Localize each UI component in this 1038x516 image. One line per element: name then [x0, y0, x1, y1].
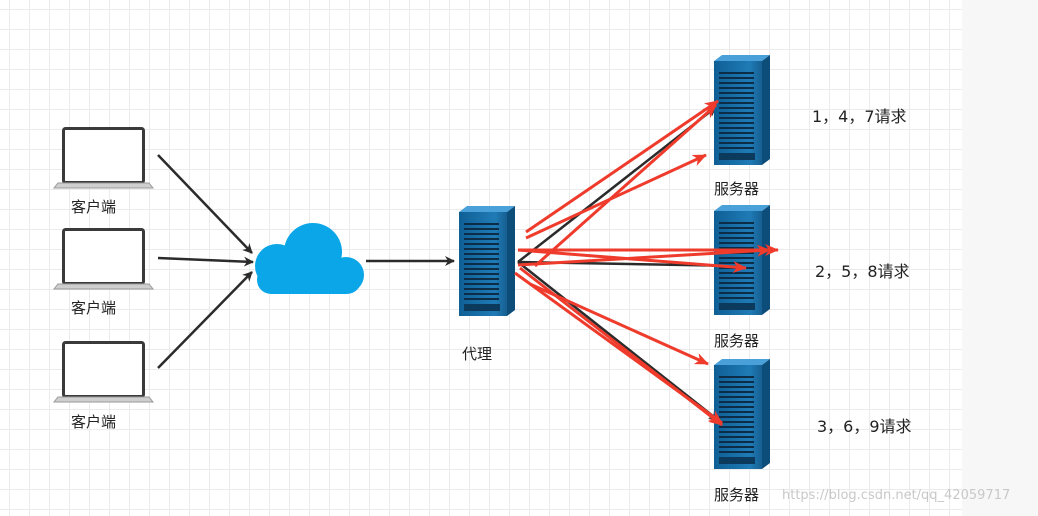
server-label-1: 服务器 — [714, 180, 760, 198]
client-laptop-icon-2 — [52, 228, 155, 291]
arrow-client1-to-cloud — [157, 154, 253, 254]
arrow-client3-to-cloud — [157, 271, 253, 369]
arrow-proxy-to-server3 — [517, 261, 719, 421]
server-2-requests: 2，5，8请求 — [815, 262, 910, 281]
right-margin-strip — [962, 0, 1038, 516]
proxy-server-icon — [458, 205, 516, 317]
red-arrow-request-9 — [519, 266, 723, 427]
red-arrow-request-8 — [517, 244, 771, 267]
cloud-icon — [255, 223, 364, 294]
client-label-2: 客户端 — [71, 299, 117, 317]
server-rack-icon-1 — [713, 54, 771, 166]
red-arrow-request-4 — [525, 153, 707, 240]
client-label-3: 客户端 — [71, 413, 117, 431]
client-laptop-icon-3 — [52, 341, 155, 404]
server-1-requests: 1，4，7请求 — [812, 107, 907, 126]
server-label-2: 服务器 — [714, 332, 760, 350]
red-arrow-request-1 — [525, 99, 719, 234]
server-rack-icon-2 — [713, 204, 771, 316]
server-rack-icon-3 — [713, 358, 771, 470]
server-3-requests: 3，6，9请求 — [817, 417, 912, 436]
red-arrow-request-7 — [534, 103, 717, 268]
client-label-1: 客户端 — [71, 198, 117, 216]
watermark-url: https://blog.csdn.net/qq_42059717 — [782, 488, 1011, 503]
arrow-client2-to-cloud — [157, 256, 254, 267]
server-label-3: 服务器 — [714, 486, 760, 504]
client-laptop-icon-1 — [52, 127, 155, 190]
proxy-label: 代理 — [462, 345, 493, 363]
